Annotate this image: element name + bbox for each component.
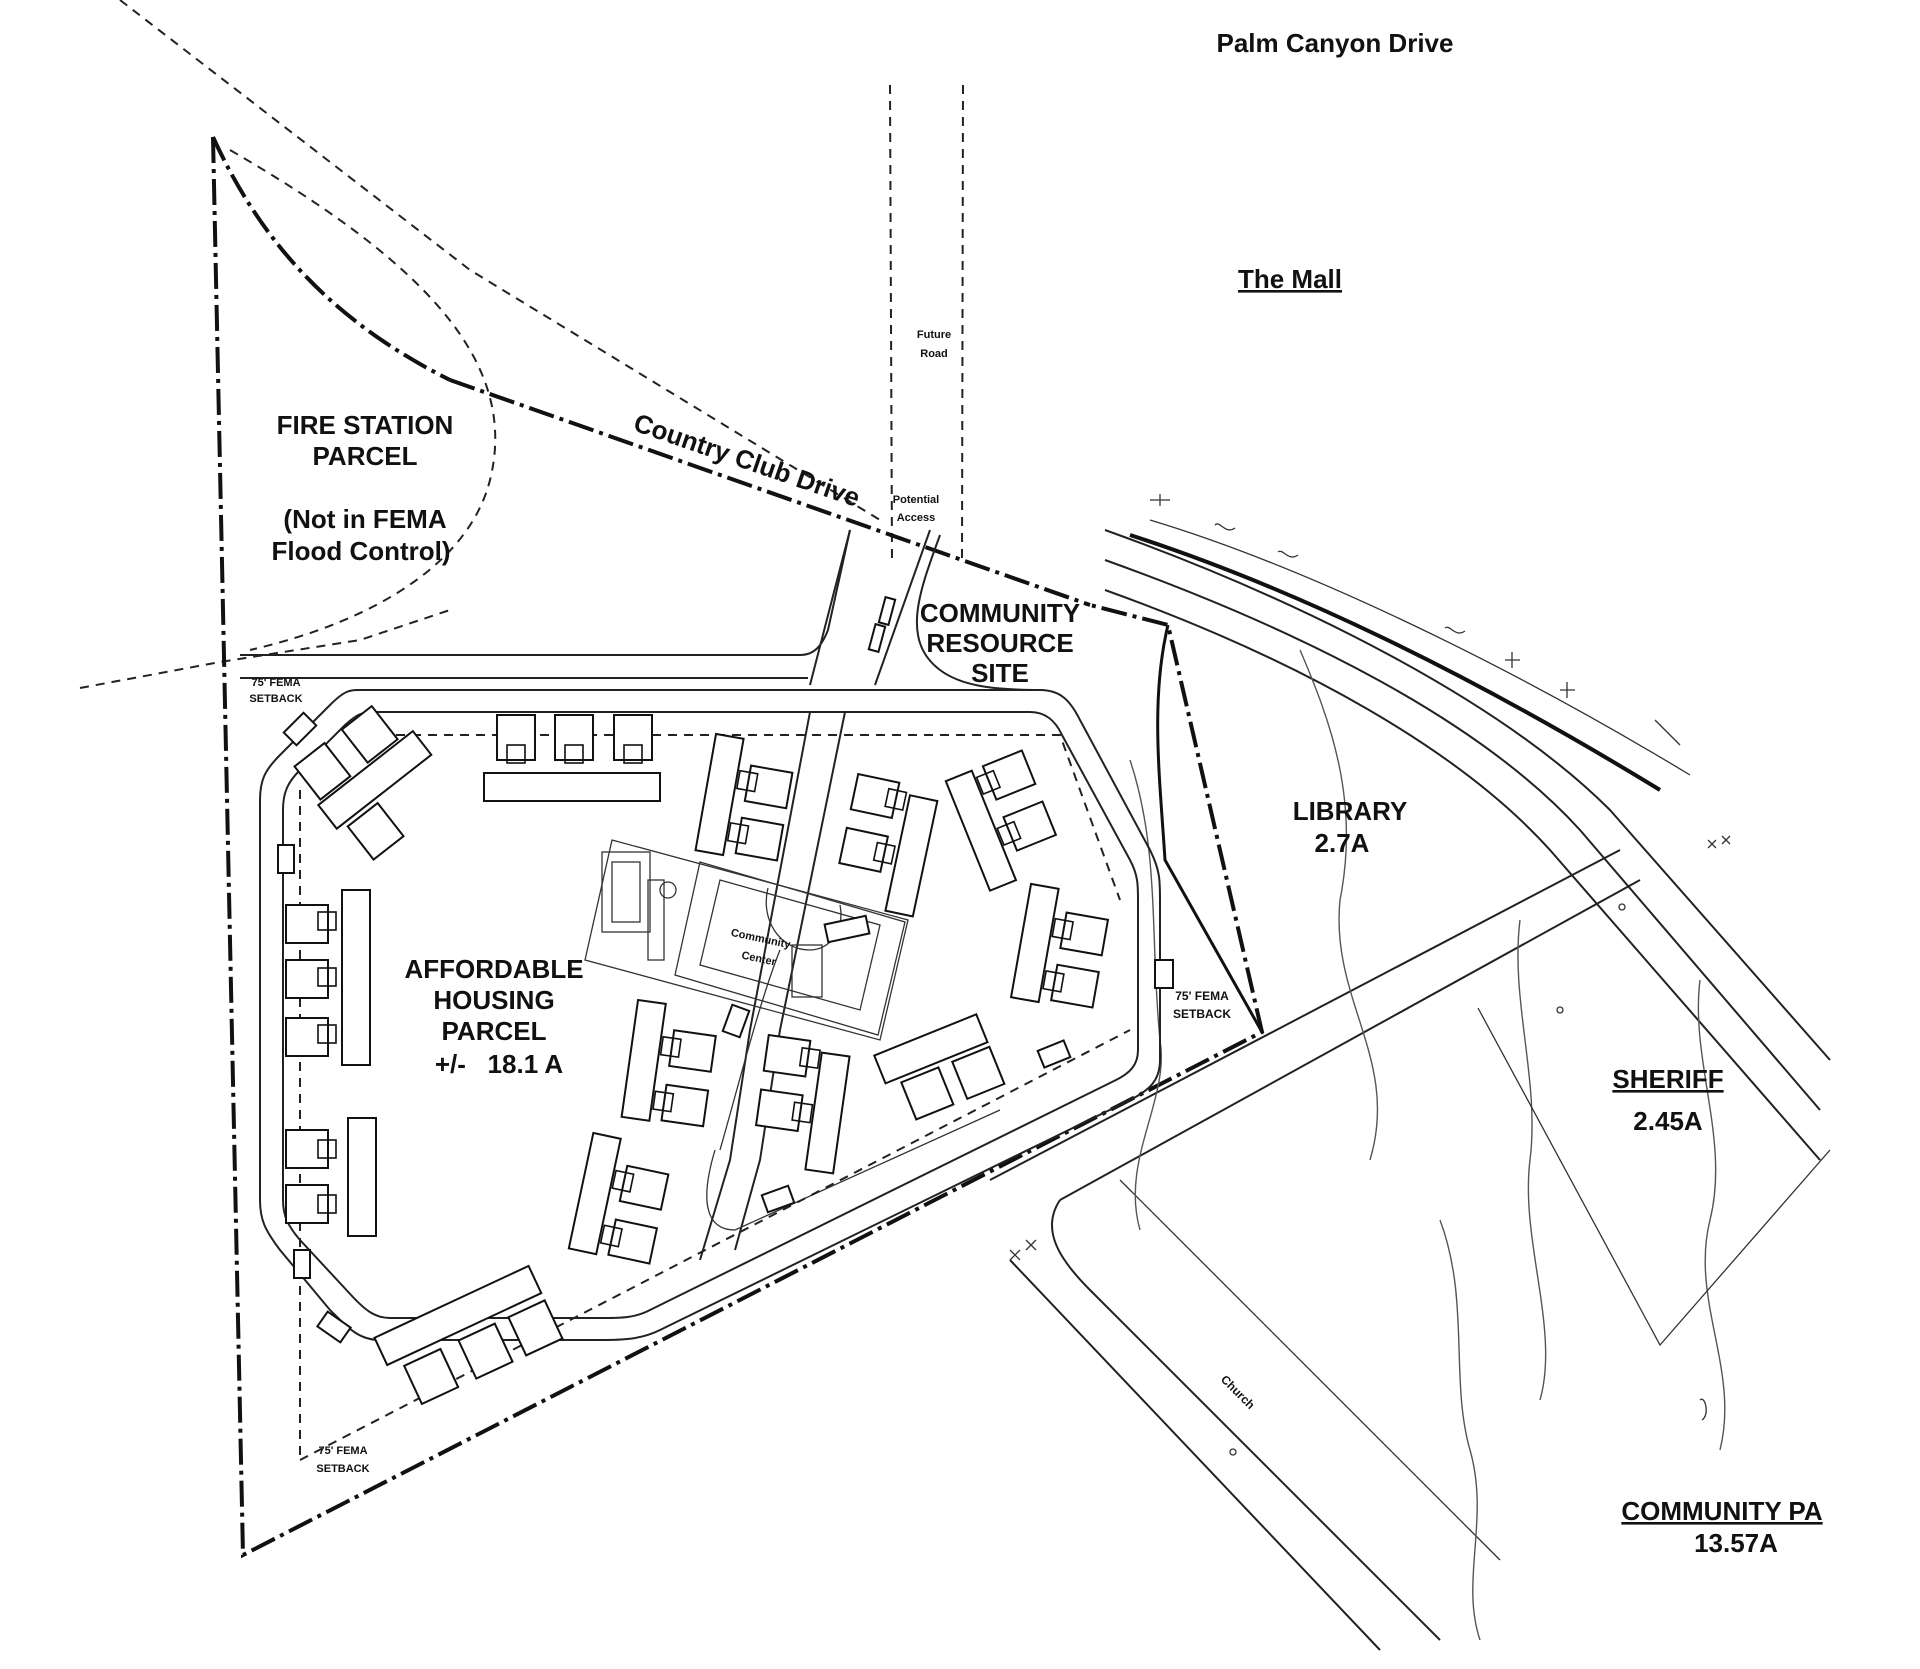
street-label-country-club: Country Club Drive: [630, 407, 864, 512]
community-resource-label-3: SITE: [971, 658, 1029, 688]
fire-station-label-2: PARCEL: [313, 441, 418, 471]
building-mid-b: [754, 1033, 851, 1175]
street-label-church: Church: [1218, 1372, 1258, 1412]
building-mid-a: [620, 998, 717, 1128]
affordable-housing-label-2: HOUSING: [433, 985, 554, 1015]
community-center-label-1: Community: [730, 927, 793, 951]
building-top-left: [293, 704, 433, 861]
community-center-complex: [584, 839, 909, 1041]
future-road-label-1: Future: [917, 329, 951, 341]
community-resource-label-1: COMMUNITY: [920, 598, 1080, 628]
library-label: LIBRARY: [1293, 796, 1408, 826]
potential-access-label-2: Access: [897, 512, 936, 524]
community-park-area: 13.57A: [1694, 1528, 1778, 1558]
sheriff-label: SHERIFF: [1612, 1064, 1723, 1094]
diagonal-roadway: [989, 849, 1641, 1651]
setback-label-2a: 75' FEMA: [1175, 989, 1229, 1003]
fire-station-note-1: (Not in FEMA: [283, 504, 446, 534]
building-right-b: [1009, 882, 1110, 1009]
place-label-the-mall: The Mall: [1238, 264, 1342, 294]
community-park-label: COMMUNITY PA: [1621, 1496, 1822, 1526]
setback-label-2b: SETBACK: [1173, 1007, 1231, 1021]
terrain-contours: [1129, 649, 1831, 1641]
affordable-housing-label-1: AFFORDABLE: [404, 954, 583, 984]
community-resource-label-2: RESOURCE: [926, 628, 1073, 658]
street-label-palm-canyon: Palm Canyon Drive: [1217, 28, 1454, 58]
building-center-a: [694, 732, 794, 862]
building-top-row: [483, 714, 661, 802]
building-low-a: [567, 1131, 670, 1265]
setback-label-1b: SETBACK: [249, 693, 302, 705]
setback-label-1a: 75' FEMA: [251, 677, 300, 689]
building-center-b: [838, 772, 939, 918]
fire-station-note-2: Flood Control): [271, 536, 450, 566]
setback-label-3b: SETBACK: [316, 1463, 369, 1475]
building-left-b: [285, 1117, 377, 1237]
sheriff-area: 2.45A: [1633, 1106, 1703, 1136]
potential-access-label-1: Potential: [893, 494, 939, 506]
housing-buildings: [277, 595, 1174, 1406]
site-symbols: [1009, 494, 1731, 1456]
library-area: 2.7A: [1315, 828, 1370, 858]
parcel-boundary: [211, 136, 1265, 1559]
affordable-housing-area: +/- 18.1 A: [435, 1049, 564, 1079]
future-road-label-2: Road: [920, 348, 948, 360]
east-roadway: [1104, 519, 1831, 1161]
building-left-a: [285, 889, 371, 1066]
building-bottom-left: [373, 1264, 564, 1406]
building-right-c: [872, 1013, 1006, 1121]
building-right-a: [944, 749, 1058, 892]
setback-label-3a: 75' FEMA: [318, 1445, 367, 1457]
reference-dashed-lines: [79, 0, 964, 689]
internal-roads: [240, 529, 1161, 1461]
community-center-label-2: Center: [740, 950, 777, 969]
fire-station-label-1: FIRE STATION: [277, 410, 454, 440]
affordable-housing-label-3: PARCEL: [442, 1016, 547, 1046]
parking-stalls: [277, 595, 1174, 1344]
